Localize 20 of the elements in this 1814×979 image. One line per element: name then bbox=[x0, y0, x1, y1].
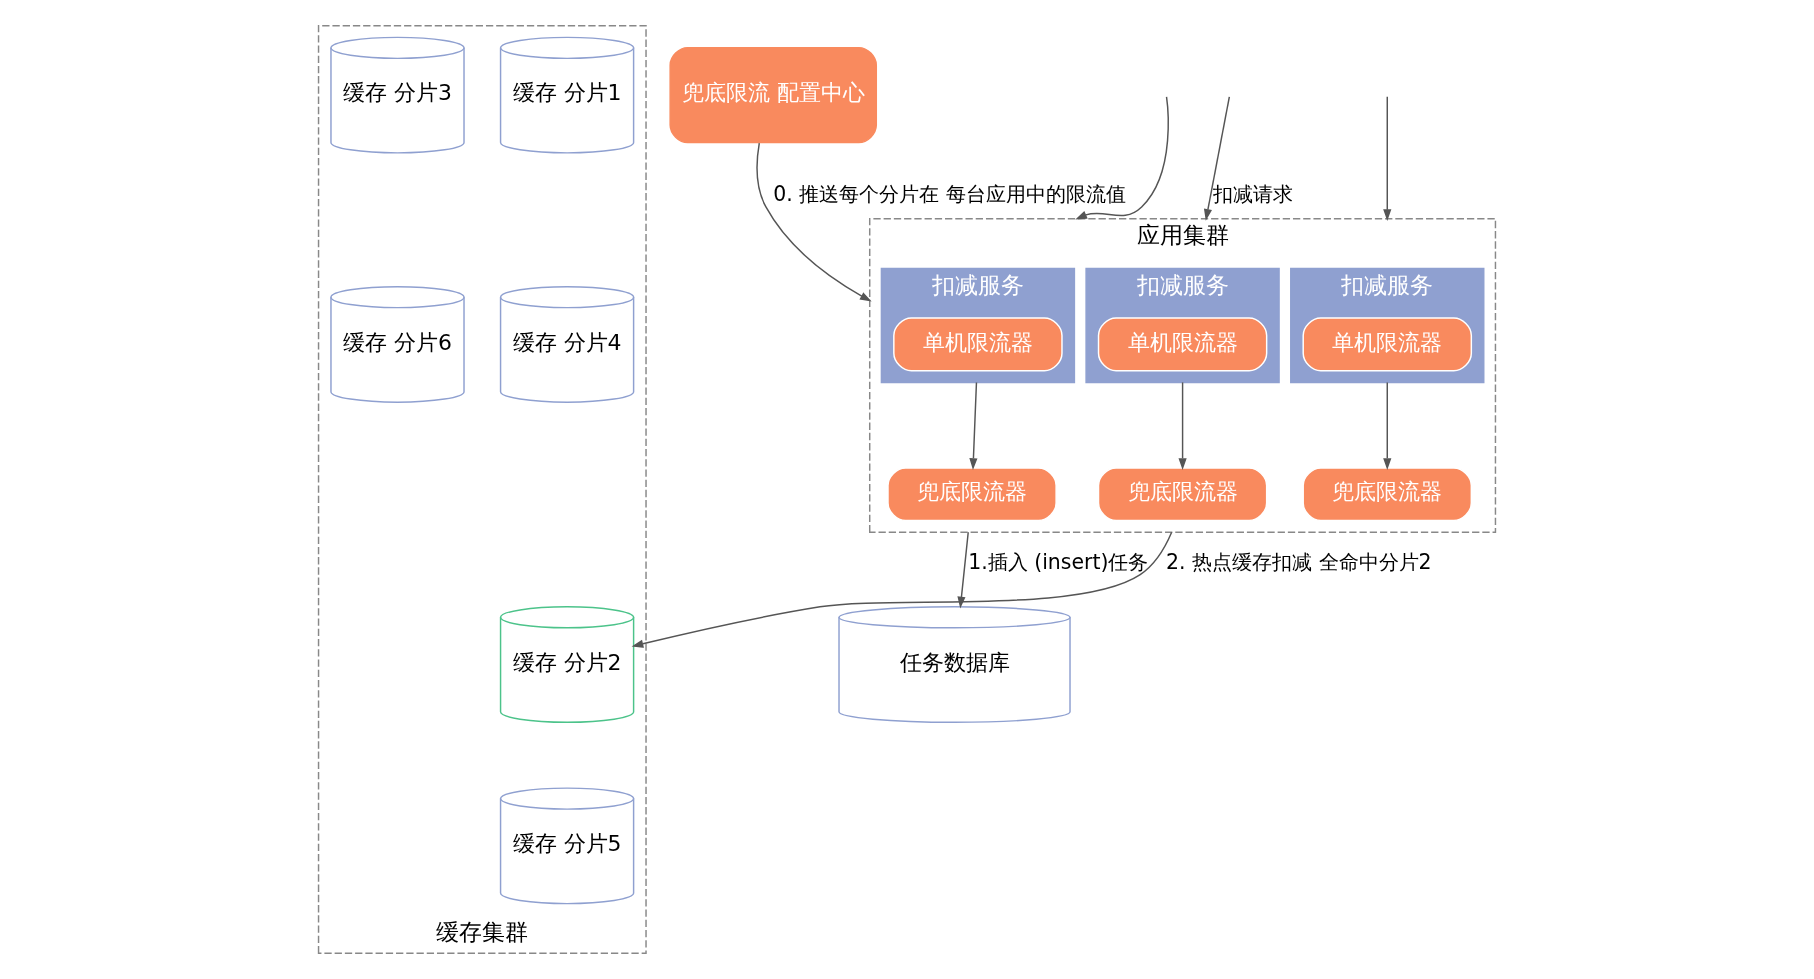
arrow bbox=[1383, 96, 1392, 221]
node-box: 兜底限流器 bbox=[887, 467, 1057, 522]
arrow bbox=[1075, 96, 1169, 220]
node-box: 兜底限流器 bbox=[1097, 467, 1268, 522]
arrow bbox=[631, 531, 1173, 648]
edge-label: 0. 推送每个分片在 每台应用中的限流值 bbox=[773, 182, 1126, 207]
arrow bbox=[957, 531, 969, 609]
node-box: 兜底限流 配置中心 bbox=[669, 46, 878, 144]
arrow bbox=[969, 381, 978, 470]
node-box: 兜底限流器 bbox=[1302, 467, 1473, 522]
edge-label: 扣减请求 bbox=[1212, 182, 1293, 207]
arrow bbox=[1203, 96, 1231, 221]
arrow bbox=[756, 142, 872, 302]
node-box: 单机限流器 bbox=[1097, 317, 1268, 372]
node-box: 单机限流器 bbox=[1302, 317, 1473, 372]
arrow bbox=[1178, 381, 1187, 470]
node-box: 单机限流器 bbox=[893, 317, 1063, 372]
edge-label: 1.插入 (insert)任务 bbox=[968, 550, 1149, 575]
arrow bbox=[1383, 381, 1392, 470]
edge-label: 2. 热点缓存扣减 全命中分片2 bbox=[1166, 550, 1432, 575]
